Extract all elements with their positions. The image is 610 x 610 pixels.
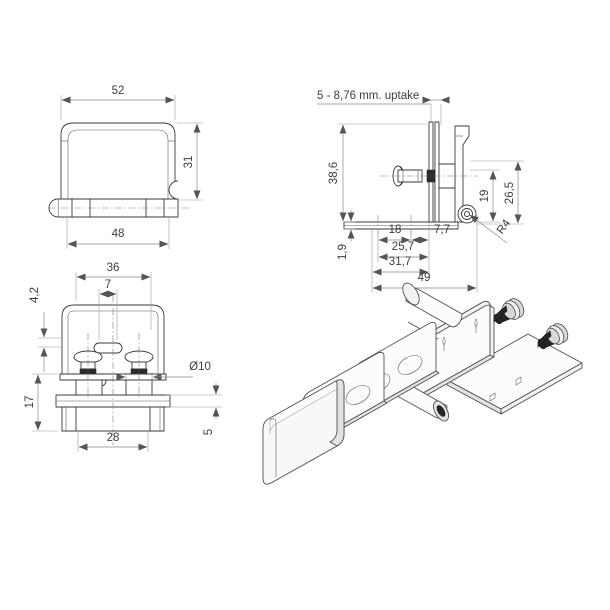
- dim-label-31: 31: [183, 156, 195, 169]
- dimension-25-7: 25,7: [377, 241, 430, 262]
- dimension-52: 52: [60, 85, 176, 120]
- dimension-5: 5: [166, 383, 222, 435]
- front-view-geometry: [48, 122, 190, 218]
- dim-label-7: 7: [105, 279, 111, 291]
- dim-label-36: 36: [107, 262, 120, 274]
- uptake-note-label: 5 - 8,76 mm. uptake: [317, 90, 419, 102]
- dimension-36: 36: [75, 262, 152, 330]
- dimension-19: 19: [470, 169, 500, 223]
- screw-2: [537, 323, 569, 350]
- uptake-note: 5 - 8,76 mm. uptake: [317, 90, 450, 125]
- dimension-48: 48: [66, 218, 170, 249]
- dim-label-7-7: 7,7: [434, 224, 450, 236]
- dim-label-17: 17: [24, 396, 36, 409]
- dimension-31: 31: [177, 122, 203, 201]
- screw-1: [493, 298, 525, 325]
- dimension-18: 18: [377, 224, 412, 245]
- dim-label-5: 5: [203, 429, 215, 435]
- dimension-17: 17: [24, 373, 58, 432]
- dimension-1-9: 1,9: [337, 210, 355, 260]
- dim-label-48: 48: [112, 228, 125, 240]
- dimension-26-5: 26,5: [470, 160, 524, 225]
- dimension-7: 7: [98, 279, 118, 340]
- dimension-dia-10: Ø10: [116, 361, 211, 381]
- dim-label-1-9: 1,9: [337, 244, 349, 260]
- dim-label-38-6: 38,6: [328, 162, 340, 184]
- dim-label-4-2: 4,2: [29, 287, 41, 303]
- glass-pad: [262, 379, 345, 485]
- dimension-7-7: 7,7: [411, 222, 450, 245]
- dimension-4-2: 4,2: [29, 287, 62, 372]
- dim-label-28: 28: [107, 432, 120, 444]
- plan-view: 36 7 4,2 17: [24, 262, 222, 452]
- dimension-31-7: 31,7: [371, 229, 430, 277]
- isometric-view: [262, 282, 583, 485]
- dimension-28: 28: [77, 431, 149, 452]
- dim-label-31-7: 31,7: [389, 256, 411, 268]
- dim-label-52: 52: [112, 85, 125, 97]
- dim-label-18: 18: [389, 224, 402, 236]
- side-view: 5 - 8,76 mm. uptake: [317, 90, 524, 293]
- dim-label-49: 49: [418, 272, 431, 284]
- dim-label-19: 19: [479, 190, 491, 203]
- dimension-49: 49: [371, 215, 478, 293]
- plan-view-geometry: [55, 295, 171, 445]
- dim-label-26-5: 26,5: [504, 182, 516, 204]
- front-view: 52 31 48: [48, 85, 203, 249]
- dimension-38-6: 38,6: [328, 123, 427, 222]
- dim-label-25-7: 25,7: [392, 241, 414, 253]
- dim-label-dia-10: Ø10: [189, 361, 211, 373]
